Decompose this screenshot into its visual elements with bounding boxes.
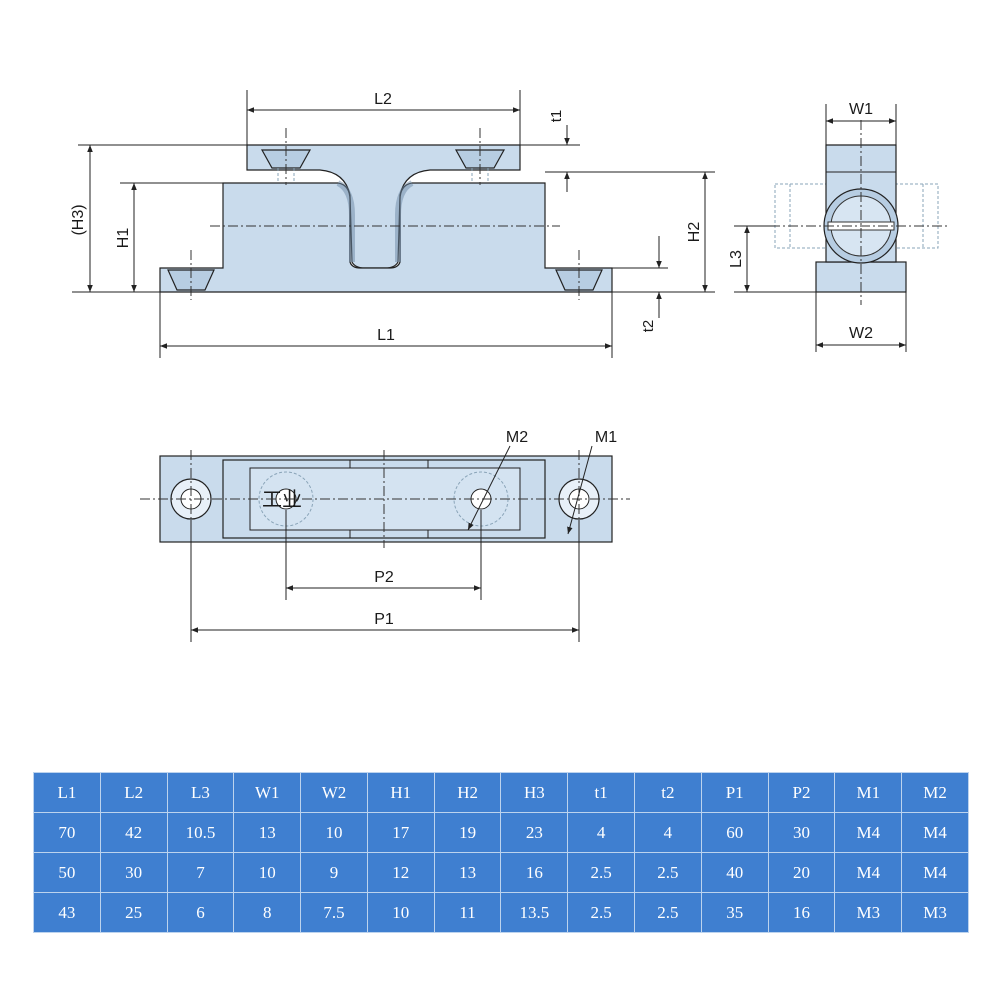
table-cell: 40 <box>700 852 769 893</box>
table-cell: 30 <box>99 852 168 893</box>
table-cell: 16 <box>500 852 569 893</box>
table-header-cell: P1 <box>700 772 769 813</box>
table-header-cell: W1 <box>233 772 302 813</box>
dim-label-H3: (H3) <box>70 204 87 235</box>
table-cell: 12 <box>366 852 435 893</box>
table-header-cell: P2 <box>767 772 836 813</box>
table-header-cell: H1 <box>366 772 435 813</box>
table-cell: 2.5 <box>567 852 636 893</box>
dim-label-L2: L2 <box>374 91 392 108</box>
dim-label-M2: M2 <box>506 429 528 446</box>
table-cell: 10 <box>233 852 302 893</box>
table-cell: 19 <box>433 812 502 853</box>
table-cell: 60 <box>700 812 769 853</box>
watermark: 工业 <box>262 488 302 511</box>
table-cell: 13 <box>233 812 302 853</box>
table-cell: 50 <box>33 852 101 893</box>
table-header-cell: t2 <box>634 772 702 813</box>
table-cell: 10 <box>300 812 368 853</box>
dim-label-H2: H2 <box>686 222 703 243</box>
dim-label-M1: M1 <box>595 429 617 446</box>
table-cell: 4 <box>634 812 702 853</box>
table-header-cell: H2 <box>433 772 502 813</box>
table-cell: 13 <box>433 852 502 893</box>
table-cell: 11 <box>433 892 502 933</box>
table-cell: 9 <box>300 852 368 893</box>
countersink-hole-base-left <box>167 269 215 291</box>
dim-label-P2: P2 <box>374 569 394 586</box>
table-header-cell: H3 <box>500 772 569 813</box>
table-header-cell: L3 <box>166 772 235 813</box>
table-cell: 43 <box>33 892 101 933</box>
table-cell: 4 <box>567 812 636 853</box>
groove-shade-right <box>395 180 414 262</box>
table-cell: 2.5 <box>567 892 636 933</box>
table-cell: M4 <box>901 852 969 893</box>
table-cell: 8 <box>233 892 302 933</box>
dim-label-H1: H1 <box>115 228 132 249</box>
table-cell: M4 <box>901 812 969 853</box>
table-header-cell: M2 <box>901 772 969 813</box>
top-view: 工业 M2 M1 P2 P1 <box>140 429 630 642</box>
table-cell: 25 <box>99 892 168 933</box>
table-cell: 7 <box>166 852 235 893</box>
table-header-cell: M1 <box>834 772 903 813</box>
dim-label-P1: P1 <box>374 611 394 628</box>
front-view: L2 t1 (H3) H1 H2 t2 L1 <box>70 90 715 358</box>
table-cell: 6 <box>166 892 235 933</box>
table-cell: 35 <box>700 892 769 933</box>
table-cell: 10.5 <box>166 812 235 853</box>
table-cell: 30 <box>767 812 836 853</box>
side-view: W1 L3 W2 <box>728 101 950 352</box>
table-cell: 2.5 <box>634 892 702 933</box>
table-cell: 10 <box>366 892 435 933</box>
table-header-cell: W2 <box>300 772 368 813</box>
table-cell: 16 <box>767 892 836 933</box>
dim-label-W1: W1 <box>849 101 873 118</box>
table-cell: M3 <box>834 892 903 933</box>
countersink-hole-base-right <box>555 269 603 291</box>
table-cell: 42 <box>99 812 168 853</box>
table-cell: 2.5 <box>634 852 702 893</box>
table-header-cell: L2 <box>99 772 168 813</box>
table-header-cell: L1 <box>33 772 101 813</box>
dim-label-L3: L3 <box>728 250 745 268</box>
drawing-canvas: L2 t1 (H3) H1 H2 t2 L1 <box>70 90 950 642</box>
table-cell: M4 <box>834 812 903 853</box>
table-cell: 7.5 <box>300 892 368 933</box>
dim-label-t1: t1 <box>548 110 565 123</box>
table-cell: 20 <box>767 852 836 893</box>
table-cell: M4 <box>834 852 903 893</box>
dim-label-t2: t2 <box>640 320 657 333</box>
table-cell: 23 <box>500 812 569 853</box>
table-cell: 17 <box>366 812 435 853</box>
table-cell: M3 <box>901 892 969 933</box>
dim-label-W2: W2 <box>849 325 873 342</box>
dim-label-L1: L1 <box>377 327 395 344</box>
table-cell: 70 <box>33 812 101 853</box>
groove-shade-left <box>336 180 355 262</box>
table-header-cell: t1 <box>567 772 636 813</box>
table-cell: 13.5 <box>500 892 569 933</box>
